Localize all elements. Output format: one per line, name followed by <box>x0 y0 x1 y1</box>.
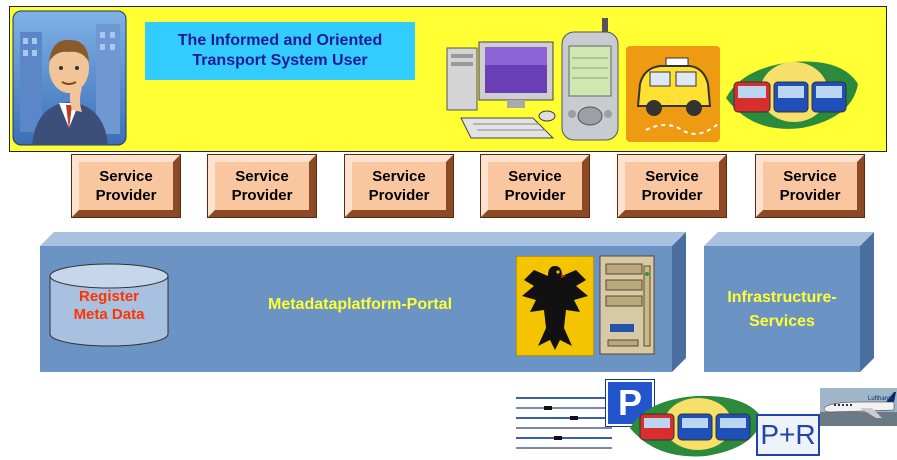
service-provider-line2: Provider <box>779 187 841 204</box>
service-provider-line1: Service <box>508 168 562 185</box>
database-label-line1: Register <box>78 288 140 305</box>
service-provider-line2: Provider <box>368 187 430 204</box>
database-label-line2: Meta Data <box>73 306 145 323</box>
title-line-1: The Informed and Oriented <box>177 32 383 49</box>
park-and-ride-icon: P+R <box>756 414 820 456</box>
airplane-icon: Lufthansa <box>820 388 897 426</box>
german-eagle-icon <box>516 256 594 356</box>
infrastructure-services <box>704 232 874 372</box>
service-provider-line1: Service <box>99 168 153 185</box>
infrastructure-label: Infrastructure- Services <box>700 286 864 334</box>
server-icon <box>598 254 656 356</box>
parking-sign-icon: P <box>605 379 655 427</box>
service-provider-line2: Provider <box>231 187 293 204</box>
timetable-icon <box>514 394 614 456</box>
train-icon <box>722 48 862 136</box>
train-bottom-icon <box>626 388 766 460</box>
service-provider-line1: Service <box>783 168 837 185</box>
database-label: Register Meta Data <box>48 288 170 324</box>
service-provider-line2: Provider <box>95 187 157 204</box>
user-title-box: The Informed and Oriented Transport Syst… <box>145 22 415 80</box>
infrastructure-label-line2: Services <box>749 313 815 330</box>
title-line-2: Transport System User <box>192 52 368 69</box>
parking-sign-text: P <box>617 382 642 423</box>
service-provider-5: Service Provider <box>617 154 727 218</box>
service-provider-line1: Service <box>645 168 699 185</box>
service-provider-1: Service Provider <box>71 154 181 218</box>
service-provider-2: Service Provider <box>207 154 317 218</box>
service-provider-4: Service Provider <box>480 154 590 218</box>
park-and-ride-text: P+R <box>760 419 816 450</box>
businessman-icon <box>12 10 127 146</box>
service-provider-line1: Service <box>372 168 426 185</box>
desktop-computer-icon <box>443 38 563 144</box>
service-provider-line2: Provider <box>641 187 703 204</box>
service-provider-6: Service Provider <box>755 154 865 218</box>
pda-icon <box>558 16 624 144</box>
portal-label: Metadataplatform-Portal <box>267 296 453 313</box>
infrastructure-label-line1: Infrastructure- <box>727 289 837 306</box>
airline-name: Lufthansa <box>868 396 895 402</box>
service-provider-3: Service Provider <box>344 154 454 218</box>
service-provider-line1: Service <box>235 168 289 185</box>
database-icon <box>48 262 170 348</box>
taxi-icon <box>626 46 720 142</box>
service-provider-line2: Provider <box>504 187 566 204</box>
